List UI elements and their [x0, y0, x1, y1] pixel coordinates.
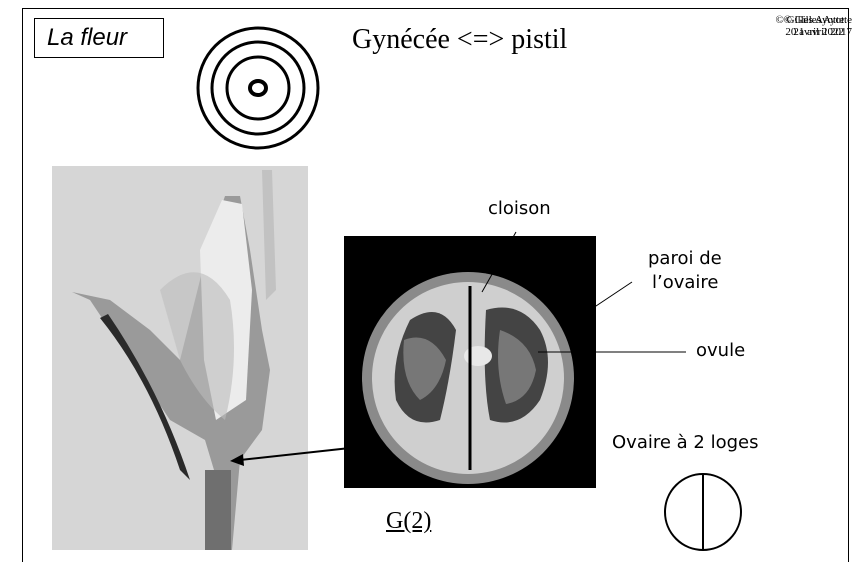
- floral-formula: G(2): [386, 508, 431, 535]
- bilocular-ovary-icon: [665, 474, 741, 550]
- concentric-circles-icon: [198, 28, 318, 148]
- cloison-label: cloison: [488, 198, 551, 220]
- ovary-loges-label: Ovaire à 2 loges: [612, 432, 758, 454]
- paroi-leader-line: [578, 282, 632, 318]
- paroi-label-line-2: l’ovaire: [652, 272, 719, 294]
- ovule-label: ovule: [696, 340, 745, 362]
- paroi-label-line-1: paroi de: [648, 248, 722, 270]
- tomato-slice: [362, 272, 574, 484]
- flower-drawing: [52, 166, 308, 550]
